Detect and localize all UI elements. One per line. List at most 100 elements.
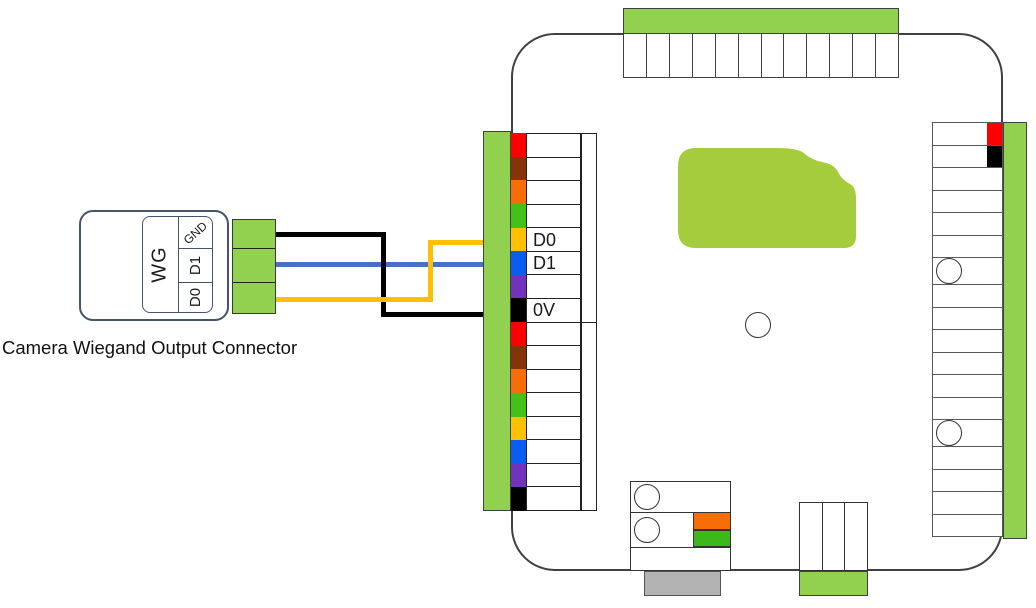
- terminal-color-cell: [511, 322, 526, 346]
- terminal-color-cell: [511, 298, 526, 322]
- bottom-connector: [799, 502, 868, 571]
- connector-cell: [829, 33, 854, 78]
- terminal-group-cell: [582, 323, 596, 511]
- terminal-row: [527, 417, 580, 441]
- pin-cell-d1: D1: [179, 249, 212, 283]
- gnd-wire: [381, 232, 386, 317]
- connector-cell: [783, 33, 808, 78]
- terminal-row: [933, 123, 1002, 146]
- d0-wire: [428, 240, 433, 302]
- terminal-row: [527, 134, 580, 158]
- terminal-row: [933, 353, 1002, 375]
- terminal-row: [933, 285, 1002, 308]
- terminal-row-label: D0: [533, 229, 557, 250]
- orange-jumper: [693, 512, 731, 530]
- terminal-row: [527, 464, 580, 488]
- connector-cell: [800, 503, 823, 570]
- pin-cell-gnd: GND: [179, 217, 212, 250]
- terminal-row: [933, 515, 1002, 537]
- terminal-row: 0V: [527, 299, 580, 323]
- connector-cell: [760, 33, 785, 78]
- d0-label: D0: [187, 287, 204, 307]
- terminal-color-cell: [987, 123, 1002, 145]
- bottom-connector-pad: [799, 571, 868, 596]
- terminal-row: [527, 346, 580, 370]
- terminal-color-cell: [511, 440, 526, 464]
- wg-cell: WG: [143, 217, 179, 312]
- terminal-color-cell: [511, 369, 526, 393]
- left-terminal-strip: [483, 131, 511, 511]
- connector-cell: [737, 33, 762, 78]
- terminal-row: [933, 330, 1002, 353]
- connector-cell: [623, 33, 647, 78]
- usb-pad: [644, 571, 721, 596]
- terminal-row: [933, 420, 1002, 447]
- divider-line: [233, 248, 275, 249]
- divider-line: [631, 512, 730, 513]
- left-terminal-bracket: [581, 133, 597, 511]
- connector-cell: [875, 33, 900, 78]
- connector-cell: [714, 33, 739, 78]
- connector-cell: [823, 503, 846, 570]
- terminal-row: [933, 213, 1002, 236]
- terminal-color-cell: [511, 227, 526, 252]
- terminal-color-cell: [511, 180, 526, 204]
- terminal-row: [933, 236, 1002, 258]
- connector-cell: [645, 33, 670, 78]
- terminal-row: [527, 158, 580, 182]
- terminal-row: [933, 308, 1002, 330]
- terminal-row: [527, 393, 580, 417]
- relay-hole: [634, 484, 660, 510]
- terminal-row: [933, 398, 1002, 420]
- terminal-row-label: 0V: [533, 300, 556, 321]
- wg-label: WG: [149, 246, 171, 283]
- terminal-row-label: D1: [533, 253, 557, 274]
- d0-wire: [276, 297, 433, 302]
- gnd-label: GND: [180, 218, 211, 247]
- left-terminal-color-column: [511, 133, 526, 511]
- connector-cell: [852, 33, 877, 78]
- terminal-row: [933, 168, 1002, 191]
- chip-component: [678, 148, 856, 248]
- camera-pin-block: [232, 219, 276, 314]
- camera-pin-cells: GND D1 D0: [179, 217, 212, 312]
- d1-label: D1: [187, 255, 204, 276]
- terminal-row: [527, 181, 580, 205]
- camera-connector-terminal: WG GND D1 D0: [142, 216, 213, 313]
- terminal-row: D1: [527, 252, 580, 276]
- connector-cell: [806, 33, 831, 78]
- terminal-row: [933, 191, 1002, 213]
- terminal-row: [933, 492, 1002, 515]
- terminal-color-cell: [511, 156, 526, 181]
- mounting-hole: [936, 420, 962, 446]
- relay-block: [630, 481, 731, 571]
- terminal-color-cell: [511, 251, 526, 275]
- d1-wire: [276, 262, 484, 267]
- terminal-row: [933, 258, 1002, 285]
- camera-connector-caption: Camera Wiegand Output Connector: [2, 337, 298, 358]
- top-connector-strip: [623, 8, 899, 34]
- connector-cell: [691, 33, 716, 78]
- terminal-group-cell: [582, 134, 596, 323]
- terminal-row: [527, 323, 580, 347]
- terminal-row: [527, 370, 580, 394]
- terminal-row: [933, 145, 1002, 168]
- terminal-row: [933, 470, 1002, 492]
- terminal-row: D0: [527, 228, 580, 252]
- terminal-row: [527, 205, 580, 229]
- terminal-color-cell: [987, 145, 1002, 167]
- terminal-color-cell: [511, 133, 526, 157]
- pin-cell-d0: D0: [179, 283, 212, 312]
- terminal-row: [527, 275, 580, 299]
- right-terminal-strip: [1003, 122, 1027, 539]
- terminal-color-cell: [511, 487, 526, 511]
- terminal-row: [933, 375, 1002, 398]
- connector-cell: [668, 33, 693, 78]
- mounting-hole: [936, 258, 962, 284]
- terminal-color-cell: [511, 345, 526, 370]
- green-jumper: [693, 530, 731, 547]
- terminal-row: [933, 447, 1002, 470]
- terminal-color-cell: [511, 463, 526, 488]
